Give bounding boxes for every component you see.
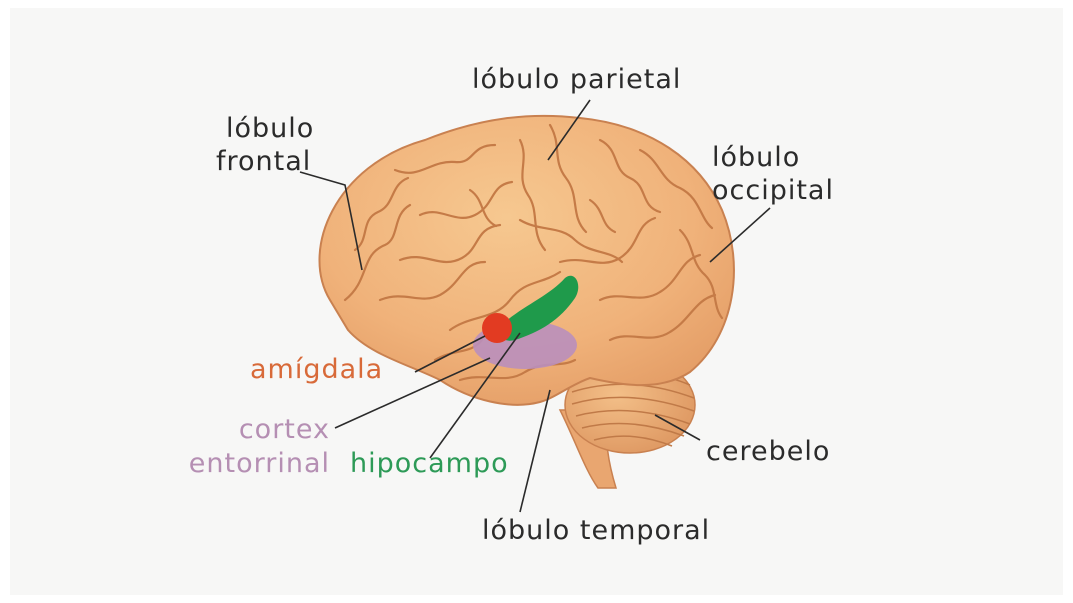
- label-amygdala: amígdala: [250, 354, 383, 386]
- label-parietal-lobe: lóbulo parietal: [472, 64, 681, 96]
- label-entorhinal-cortex-line1: cortex: [170, 414, 330, 446]
- label-frontal-lobe-line1: lóbulo: [226, 113, 314, 145]
- label-occipital-lobe-line1: lóbulo: [712, 142, 800, 174]
- label-hippocampus: hipocampo: [350, 448, 509, 480]
- label-temporal-lobe: lóbulo temporal: [482, 515, 710, 547]
- amygdala-shape: [482, 313, 512, 343]
- label-cerebellum: cerebelo: [706, 436, 830, 468]
- label-occipital-lobe-line2: occipital: [712, 175, 834, 207]
- label-entorhinal-cortex-line2: entorrinal: [170, 448, 330, 480]
- label-frontal-lobe-line2: frontal: [216, 146, 311, 178]
